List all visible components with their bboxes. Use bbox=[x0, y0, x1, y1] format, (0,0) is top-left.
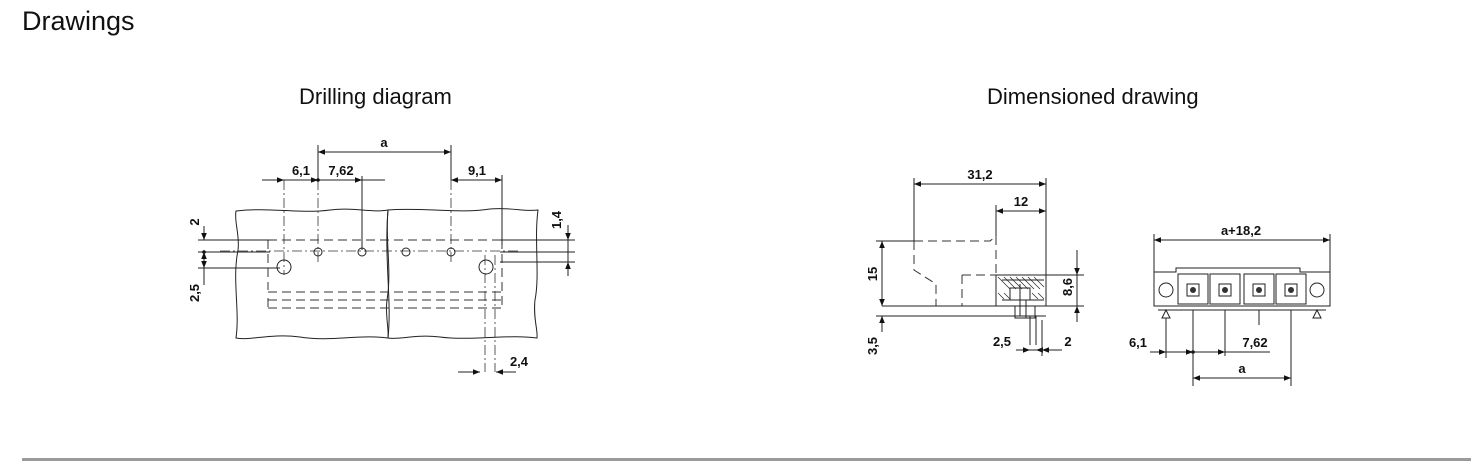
label-1-4: 1,4 bbox=[549, 210, 564, 229]
bottom-divider bbox=[22, 458, 1471, 461]
drilling-diagram-caption: Drilling diagram bbox=[299, 84, 452, 109]
connector-pin-blocks bbox=[1177, 273, 1307, 305]
dimensioned-side-view: 31,2 12 15 3,5 8,6 2,5 2 bbox=[865, 167, 1084, 356]
front-mount-hole-right bbox=[1309, 282, 1325, 298]
label-6-1-front: 6,1 bbox=[1129, 335, 1147, 350]
dimensioned-front-view: a+18,2 6,1 7,62 a bbox=[1129, 223, 1331, 386]
drilling-diagram: a 6,1 7,62 9,1 2 2,5 1,4 2, bbox=[187, 135, 575, 375]
pcb-base-line bbox=[882, 305, 1046, 317]
label-3-5: 3,5 bbox=[865, 337, 880, 355]
label-12: 12 bbox=[1014, 194, 1028, 209]
label-2-5: 2,5 bbox=[187, 284, 202, 302]
label-15: 15 bbox=[865, 267, 880, 281]
pin-hole-1 bbox=[313, 247, 323, 257]
label-a: a bbox=[380, 135, 388, 150]
label-6-1: 6,1 bbox=[292, 163, 310, 178]
dimensioned-drawing-caption: Dimensioned drawing bbox=[987, 84, 1199, 109]
label-2: 2 bbox=[187, 218, 202, 225]
label-7-62: 7,62 bbox=[328, 163, 353, 178]
label-2-5-side: 2,5 bbox=[993, 334, 1011, 349]
label-2-4: 2,4 bbox=[510, 354, 529, 369]
side-view-hidden-outline bbox=[913, 235, 997, 306]
front-mount-hole-left bbox=[1158, 282, 1174, 298]
label-7-62-front: 7,62 bbox=[1242, 335, 1267, 350]
section-title: Drawings bbox=[22, 6, 135, 36]
mounting-hole-left bbox=[276, 259, 292, 275]
label-a-plus-18-2: a+18,2 bbox=[1221, 223, 1261, 238]
pcb-right-panel bbox=[386, 208, 539, 339]
pin-hole-3 bbox=[401, 247, 411, 257]
label-31-2: 31,2 bbox=[967, 167, 992, 182]
pcb-left-panel bbox=[235, 208, 390, 340]
label-a-front: a bbox=[1238, 361, 1246, 376]
label-2-side: 2 bbox=[1064, 334, 1071, 349]
label-9-1: 9,1 bbox=[468, 163, 486, 178]
pin-hole-4 bbox=[446, 247, 456, 257]
label-8-6: 8,6 bbox=[1060, 278, 1075, 296]
mounting-hole-right bbox=[478, 259, 494, 275]
